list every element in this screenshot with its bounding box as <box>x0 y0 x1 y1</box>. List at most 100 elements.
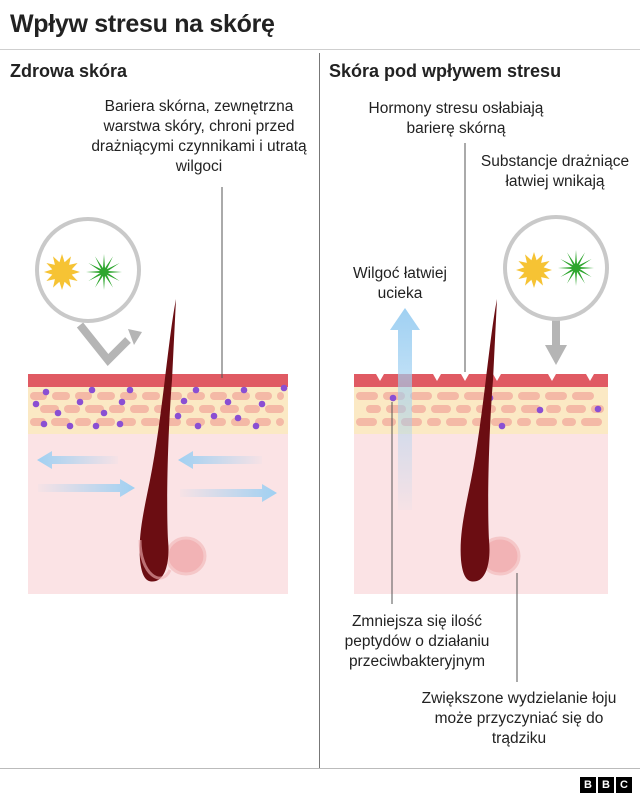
skin-cell <box>175 405 194 413</box>
arrow-left-icon <box>37 451 118 469</box>
skin-cell <box>277 392 284 400</box>
star-irritant-icon <box>86 254 122 290</box>
peptide-dot <box>66 422 74 430</box>
skin-cell <box>142 392 160 400</box>
skin-cell <box>52 392 70 400</box>
skin-cell <box>411 405 426 413</box>
peptide-dot <box>32 400 40 408</box>
substances-annotation: Substancje drażniące łatwiej wnikają <box>480 153 630 190</box>
peptide-dot <box>240 386 248 394</box>
skin-cell <box>75 418 91 426</box>
hormones-annotation: Hormony stresu osłabiają barierę skórną <box>368 100 544 137</box>
skin-cell <box>464 392 486 400</box>
skin-cell <box>255 392 272 400</box>
magnifier-circle <box>503 215 609 321</box>
peptide-dot <box>88 386 96 394</box>
skin-cell <box>536 418 557 426</box>
peptide-dot <box>76 398 84 406</box>
skin-cell <box>255 418 271 426</box>
peptide-dot <box>194 422 202 430</box>
peptide-dot <box>258 400 266 408</box>
peptide-dot <box>116 420 124 428</box>
peptide-dot <box>498 422 506 430</box>
peptide-dot <box>224 398 232 406</box>
skin-cell <box>64 405 80 413</box>
peptide-dot <box>42 388 50 396</box>
sebum-annotation: Zwiększone wydzielanie łoju może przyczy… <box>421 690 617 747</box>
peptides-annotation: Zmniejsza się ilość peptydów o działaniu… <box>344 613 490 670</box>
panel-divider <box>319 53 320 768</box>
skin-cell <box>446 418 467 426</box>
skin-cell <box>518 392 540 400</box>
skin-cell <box>566 405 586 413</box>
arrow-down-icon <box>545 345 567 365</box>
page-title: Wpływ stresu na skórę <box>10 10 275 38</box>
skin-cell <box>85 405 104 413</box>
skin-cell <box>210 392 227 400</box>
skin-cell <box>199 405 215 413</box>
skin-barrier <box>28 374 288 387</box>
skin-cell <box>130 405 149 413</box>
arrow-right-icon <box>180 484 277 502</box>
logo-letter: B <box>598 777 614 793</box>
skin-cell <box>382 418 396 426</box>
skin-cell <box>97 392 115 400</box>
bbc-logo: B B C <box>580 777 632 793</box>
stressed-skin-heading: Skóra pod wpływem stresu <box>329 61 562 81</box>
hair-follicle <box>460 299 497 582</box>
peptide-dot <box>234 414 242 422</box>
peptide-dot <box>118 398 126 406</box>
star-irritant-icon <box>558 250 594 286</box>
skin-cell <box>220 405 239 413</box>
peptide-dot <box>192 386 200 394</box>
skin-cell <box>30 392 47 400</box>
skin-cells <box>356 392 604 426</box>
skin-cell <box>120 392 137 400</box>
skin-cell <box>356 418 377 426</box>
skin-cells <box>30 392 284 426</box>
barrier-annotation: Bariera skórna, zewnętrzna warstwa skóry… <box>91 98 307 175</box>
peptide-dot <box>280 384 288 392</box>
skin-cell <box>232 392 250 400</box>
skin-cell <box>562 418 576 426</box>
logo-letter: B <box>580 777 596 793</box>
peptide-dot <box>100 409 108 417</box>
skin-cell <box>491 392 513 400</box>
peptide-dot <box>126 386 134 394</box>
skin-cell <box>491 418 512 426</box>
peptide-dot <box>92 422 100 430</box>
skin-cell <box>75 392 92 400</box>
healthy-skin-heading: Zdrowa skóra <box>10 61 128 81</box>
skin-cell <box>410 392 432 400</box>
skin-cell <box>40 405 59 413</box>
skin-cell <box>356 392 378 400</box>
skin-cell <box>427 418 441 426</box>
peptide-dots <box>32 384 288 430</box>
arrow-left-icon <box>178 451 262 469</box>
skin-cell <box>572 392 594 400</box>
moisture-arrows <box>37 451 277 502</box>
skin-cell <box>141 418 160 426</box>
logo-letter: C <box>616 777 632 793</box>
skin-cell <box>431 405 451 413</box>
penetrate-arrow <box>552 315 560 350</box>
peptide-dot <box>594 405 602 413</box>
peptide-dot <box>536 406 544 414</box>
peptide-dot <box>210 412 218 420</box>
peptide-dot <box>252 422 260 430</box>
arrow-right-icon <box>38 479 135 497</box>
skin-cell <box>517 418 531 426</box>
skin-cell <box>96 418 115 426</box>
hair-follicle <box>139 299 176 582</box>
peptide-dot <box>180 397 188 405</box>
skin-cell <box>244 405 260 413</box>
stressed-skin-section <box>354 143 609 682</box>
skin-cell <box>581 418 602 426</box>
skin-cell <box>276 418 284 426</box>
skin-cell <box>546 405 561 413</box>
healthy-skin-section <box>28 187 288 594</box>
weakened-skin-barrier <box>354 374 608 387</box>
peptide-dot <box>389 394 397 402</box>
skin-cell <box>545 392 567 400</box>
peptide-dot <box>174 412 182 420</box>
